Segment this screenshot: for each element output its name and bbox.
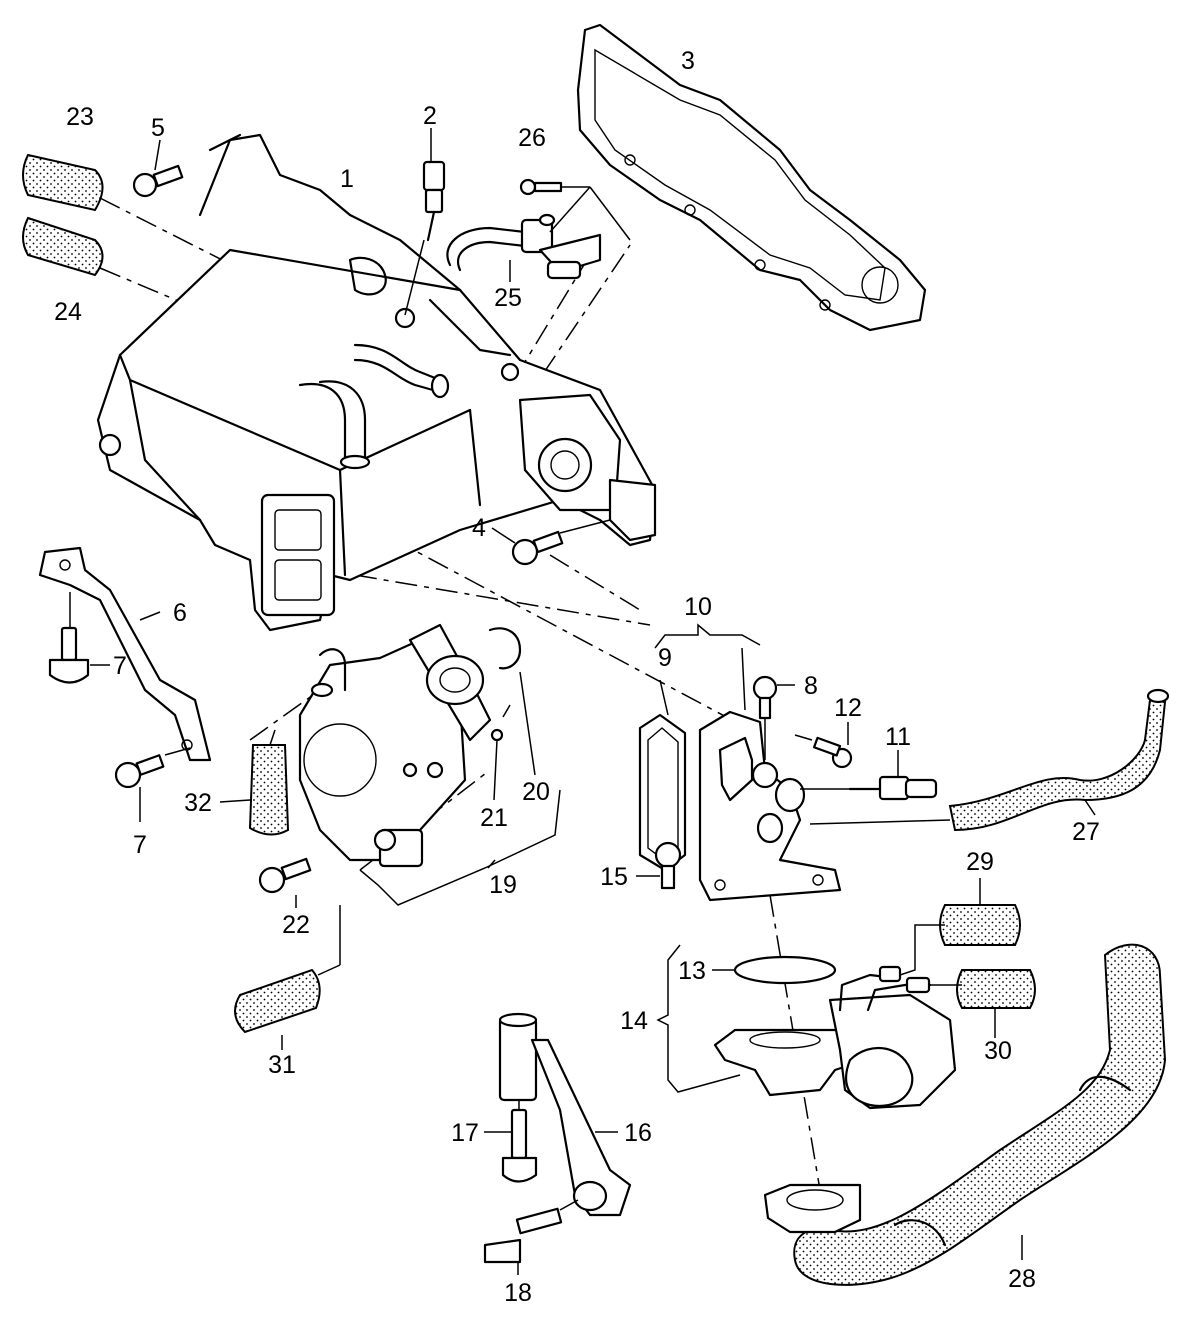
callout-27: 27 bbox=[1072, 818, 1100, 846]
hose-31 bbox=[234, 905, 341, 1050]
valve-14 bbox=[656, 944, 957, 1110]
callout-1: 1 bbox=[340, 165, 354, 193]
bolt-4 bbox=[491, 519, 611, 566]
callout-23: 23 bbox=[66, 103, 94, 131]
bolt-17 bbox=[484, 1100, 538, 1183]
callout-5: 5 bbox=[151, 114, 165, 142]
egr-cooler bbox=[96, 133, 657, 632]
hose-27 bbox=[809, 688, 1170, 832]
bracket-25 bbox=[446, 178, 631, 282]
callout-24: 24 bbox=[54, 298, 82, 326]
gasket-3 bbox=[576, 23, 927, 332]
callout-15: 15 bbox=[600, 863, 628, 891]
bolt-12 bbox=[794, 722, 853, 769]
callout-22: 22 bbox=[282, 911, 310, 939]
bolt-5 bbox=[132, 139, 184, 198]
bracket-6 bbox=[38, 546, 212, 762]
callout-10: 10 bbox=[684, 593, 712, 621]
sensor-2 bbox=[404, 128, 446, 316]
callout-14: 14 bbox=[620, 1007, 648, 1035]
callout-4: 4 bbox=[472, 514, 486, 542]
callout-7b: 7 bbox=[133, 831, 147, 859]
bolt-7-upper bbox=[48, 592, 110, 684]
bolt-18 bbox=[483, 1199, 579, 1275]
bracket-10 bbox=[654, 623, 761, 711]
callout-13: 13 bbox=[678, 957, 706, 985]
callout-labels: 1 2 3 4 5 6 7 7 8 9 10 11 12 13 14 15 16… bbox=[54, 47, 1100, 1307]
callout-30: 30 bbox=[984, 1037, 1012, 1065]
callout-19: 19 bbox=[489, 871, 517, 899]
hose-28 bbox=[763, 943, 1167, 1286]
bolt-7-lower bbox=[114, 747, 191, 822]
bolt-22 bbox=[258, 857, 312, 908]
callout-9: 9 bbox=[658, 644, 672, 672]
callout-17: 17 bbox=[451, 1119, 479, 1147]
callout-29: 29 bbox=[966, 848, 994, 876]
callout-26: 26 bbox=[518, 124, 546, 152]
callout-2: 2 bbox=[423, 102, 437, 130]
hose-30 bbox=[930, 969, 1036, 1038]
callout-18: 18 bbox=[504, 1279, 532, 1307]
callout-32: 32 bbox=[184, 789, 212, 817]
gasket-9 bbox=[638, 679, 687, 872]
flange-10 bbox=[698, 710, 842, 902]
callout-21: 21 bbox=[480, 804, 508, 832]
hose-23 bbox=[22, 153, 104, 212]
callout-31: 31 bbox=[268, 1051, 296, 1079]
bracket-19-label bbox=[359, 789, 561, 906]
callout-12: 12 bbox=[834, 694, 862, 722]
callout-6: 6 bbox=[173, 599, 187, 627]
valve-19 bbox=[298, 623, 492, 868]
callout-16: 16 bbox=[624, 1119, 652, 1147]
hose-32 bbox=[219, 729, 290, 836]
callout-3: 3 bbox=[681, 47, 695, 75]
callout-20: 20 bbox=[522, 778, 550, 806]
callout-11: 11 bbox=[885, 723, 911, 751]
seal-13 bbox=[712, 955, 837, 985]
callout-25: 25 bbox=[494, 284, 522, 312]
bolt-15 bbox=[636, 841, 682, 890]
bracket-16 bbox=[498, 1012, 632, 1217]
hose-24 bbox=[22, 216, 104, 277]
hose-29 bbox=[899, 878, 1021, 976]
callout-7a: 7 bbox=[113, 652, 127, 680]
seal-21 bbox=[490, 704, 511, 801]
gasket-20 bbox=[488, 627, 536, 776]
callout-28: 28 bbox=[1008, 1265, 1036, 1293]
callout-8: 8 bbox=[804, 672, 818, 700]
bolt-8 bbox=[752, 675, 795, 760]
sensor-11 bbox=[800, 750, 938, 801]
